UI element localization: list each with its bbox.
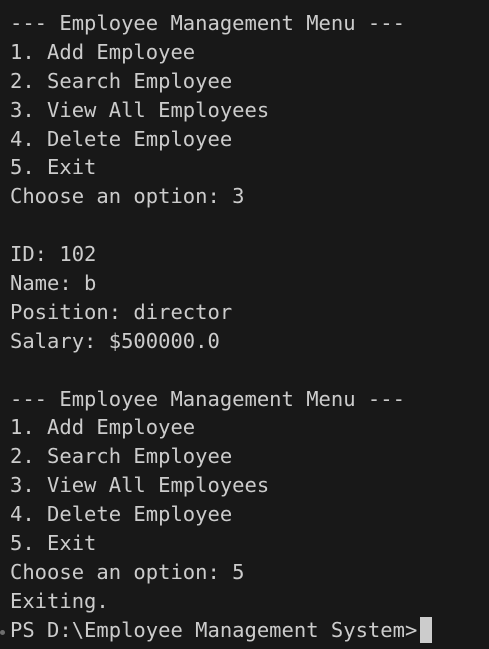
terminal-line-menu-option-exit: 5. Exit [10,531,97,556]
terminal-line-employee-salary: Salary: $500000.0 [10,328,220,353]
terminal-line-menu-option-delete: 4. Delete Employee [10,502,233,527]
prompt-decoration-icon [0,630,5,635]
terminal-line-employee-position: Position: director [10,299,233,324]
terminal-prompt: PS D:\Employee Management System> [10,617,418,642]
terminal-line-choice: Choose an option: 3 [10,184,245,209]
terminal-line-blank [10,211,489,240]
terminal-line-menu-option-add: 1. Add Employee [10,39,196,64]
terminal-line-exiting: Exiting. [10,588,109,613]
terminal-line-menu-option-exit: 5. Exit [10,155,97,180]
terminal-line-menu-option-search: 2. Search Employee [10,68,233,93]
terminal-line-menu-option-view-all: 3. View All Employees [10,97,270,122]
terminal-line-menu-option-search: 2. Search Employee [10,444,233,469]
terminal-line-choice: Choose an option: 5 [10,559,245,584]
terminal-line-menu-header: --- Employee Management Menu --- [10,11,405,35]
terminal-line-employee-id: ID: 102 [10,242,97,267]
terminal-cursor[interactable] [420,617,433,644]
terminal-line-menu-option-delete: 4. Delete Employee [10,126,233,151]
terminal-line-menu-header: --- Employee Management Menu --- [10,386,405,411]
terminal-line-menu-option-view-all: 3. View All Employees [10,473,270,498]
terminal-line-employee-name: Name: b [10,271,97,296]
terminal-prompt-row[interactable]: PS D:\Employee Management System> [0,616,489,645]
terminal-line-blank [10,356,489,385]
terminal-line-menu-option-add: 1. Add Employee [10,415,196,440]
